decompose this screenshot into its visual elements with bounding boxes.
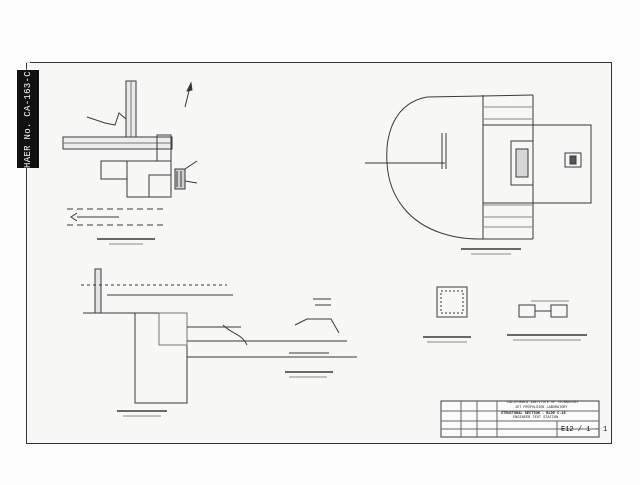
plan-view-upper-right — [365, 94, 592, 255]
drawing-number: E12 / 1 - 1 — [561, 426, 608, 434]
haer-number-tab: HAER No. CA-163-C-1 — [17, 59, 39, 168]
detail-plan — [423, 286, 471, 343]
title-block-institution: CALIFORNIA INSTITUTE OF TECHNOLOGY — [507, 401, 579, 405]
drawing-sheet: CALIFORNIA INSTITUTE OF TECHNOLOGY JET P… — [26, 62, 612, 444]
technical-drawing — [62, 80, 600, 438]
haer-number-label: HAER No. CA-163-C-1 — [23, 59, 33, 168]
title-block-subtitle: ENGINEER TEST STATION — [513, 416, 559, 420]
title-block-sheet-title: STRUCTURAL SECTION - BLDG C-18 — [501, 412, 566, 416]
section-a-a — [81, 268, 357, 417]
detail-channel — [507, 300, 587, 341]
plan-view-upper-left — [62, 80, 198, 245]
title-block-lab: JET PROPULSION LABORATORY — [515, 405, 568, 410]
title-block-frame — [440, 400, 600, 438]
north-arrow-icon — [184, 81, 193, 108]
